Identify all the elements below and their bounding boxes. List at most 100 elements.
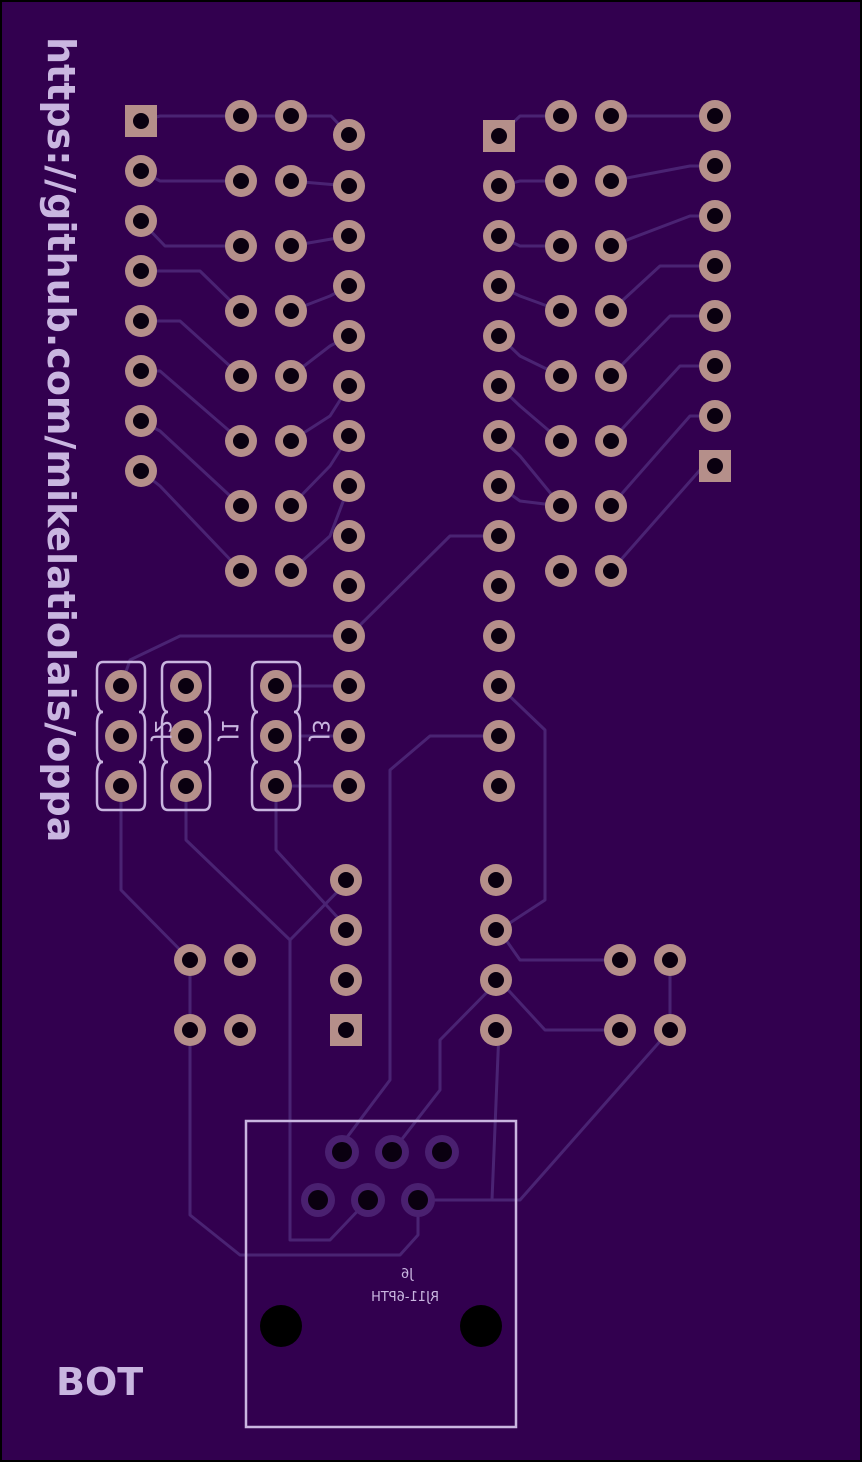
drill-hole <box>553 303 569 319</box>
drill-hole <box>338 1022 354 1038</box>
drill-hole <box>341 578 357 594</box>
drill-hole <box>491 528 507 544</box>
drill-hole <box>268 778 284 794</box>
drill-hole <box>382 1142 402 1162</box>
drill-hole <box>491 628 507 644</box>
trace <box>184 784 351 942</box>
drill-hole <box>338 972 354 988</box>
drill-hole <box>113 728 129 744</box>
drill-hole <box>707 258 723 274</box>
trace <box>347 534 501 638</box>
drill-hole <box>133 313 149 329</box>
drill-hole <box>341 278 357 294</box>
drill-hole <box>553 563 569 579</box>
mounting-hole <box>460 1305 502 1347</box>
drill-hole <box>341 328 357 344</box>
j6-value-label: RJ11-6PTH <box>371 1290 439 1305</box>
drill-hole <box>612 1022 628 1038</box>
drill-hole <box>707 208 723 224</box>
drill-hole <box>553 173 569 189</box>
drill-hole <box>603 498 619 514</box>
trace <box>289 484 351 573</box>
drill-hole <box>233 433 249 449</box>
drill-hole <box>603 563 619 579</box>
drill-hole <box>491 128 507 144</box>
drill-hole <box>232 952 248 968</box>
drill-hole <box>341 127 357 143</box>
drill-hole <box>341 528 357 544</box>
drill-hole <box>662 952 678 968</box>
silkscreen <box>95 660 518 1429</box>
drill-hole <box>491 728 507 744</box>
drill-hole <box>178 778 194 794</box>
drill-hole <box>283 498 299 514</box>
mounting-hole <box>260 1305 302 1347</box>
drill-hole <box>408 1190 428 1210</box>
drill-hole <box>233 498 249 514</box>
pads <box>105 100 731 1347</box>
drill-hole <box>338 872 354 888</box>
drill-hole <box>341 628 357 644</box>
drill-hole <box>603 433 619 449</box>
drill-hole <box>491 428 507 444</box>
drill-hole <box>341 728 357 744</box>
drill-hole <box>603 238 619 254</box>
drill-hole <box>488 1022 504 1038</box>
drill-hole <box>178 728 194 744</box>
drill-hole <box>488 922 504 938</box>
drill-hole <box>612 952 628 968</box>
drill-hole <box>488 872 504 888</box>
drill-hole <box>308 1190 328 1210</box>
drill-hole <box>491 478 507 494</box>
jumper-outline <box>95 660 147 812</box>
drill-hole <box>283 238 299 254</box>
drill-hole <box>707 408 723 424</box>
drill-hole <box>491 378 507 394</box>
drill-hole <box>553 368 569 384</box>
drill-hole <box>488 972 504 988</box>
repo-url-text: https://github.com/mikelatiolais/oppa <box>39 37 83 842</box>
drill-hole <box>233 108 249 124</box>
drill-hole <box>358 1190 378 1210</box>
drill-hole <box>332 1142 352 1162</box>
drill-hole <box>113 778 129 794</box>
drill-hole <box>491 178 507 194</box>
drill-hole <box>491 778 507 794</box>
drill-hole <box>233 173 249 189</box>
drill-hole <box>233 238 249 254</box>
drill-hole <box>182 1022 198 1038</box>
drill-hole <box>283 433 299 449</box>
drill-hole <box>491 328 507 344</box>
jumper-outline <box>250 660 302 812</box>
j3-ref-label: J3 <box>307 720 332 743</box>
drill-hole <box>268 678 284 694</box>
drill-hole <box>338 922 354 938</box>
drill-hole <box>233 563 249 579</box>
trace <box>497 684 547 932</box>
trace <box>119 784 192 962</box>
drill-hole <box>283 368 299 384</box>
drill-hole <box>662 1022 678 1038</box>
trace <box>497 978 622 1032</box>
trace <box>188 958 420 1257</box>
drill-hole <box>341 178 357 194</box>
drill-hole <box>133 113 149 129</box>
drill-hole <box>341 778 357 794</box>
layer-label: BOT <box>56 1360 143 1404</box>
drill-hole <box>133 463 149 479</box>
drill-hole <box>268 728 284 744</box>
j6-ref-label: J6 <box>401 1267 414 1282</box>
drill-hole <box>283 563 299 579</box>
drill-hole <box>133 163 149 179</box>
drill-hole <box>178 678 194 694</box>
drill-hole <box>491 578 507 594</box>
drill-hole <box>707 108 723 124</box>
drill-hole <box>233 303 249 319</box>
trace <box>274 784 351 932</box>
drill-hole <box>341 378 357 394</box>
drill-hole <box>553 498 569 514</box>
drill-hole <box>341 228 357 244</box>
drill-hole <box>133 213 149 229</box>
drill-hole <box>553 238 569 254</box>
